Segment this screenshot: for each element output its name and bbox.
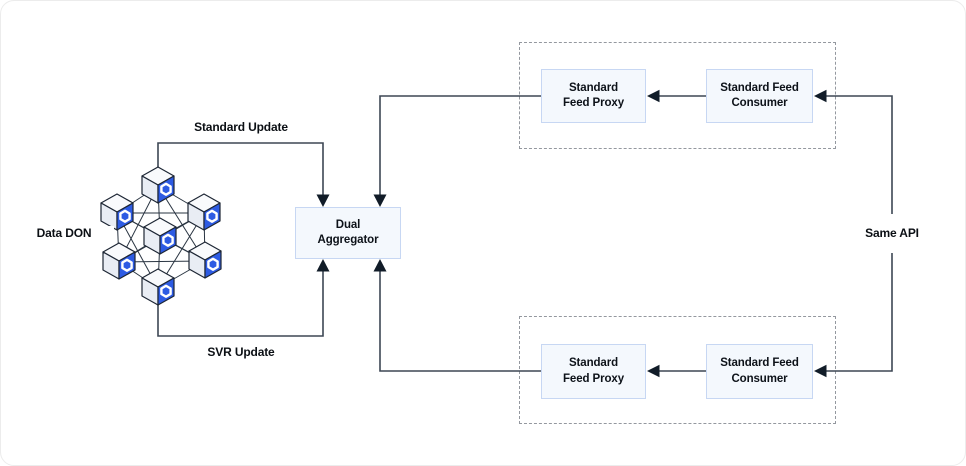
arrowheads xyxy=(316,89,827,378)
arrow-into-aggregator-bottom-left xyxy=(316,259,330,272)
svr-update-label: SVR Update xyxy=(161,345,321,359)
bottom-consumer-group xyxy=(519,316,836,424)
arrow-into-top-consumer xyxy=(814,89,827,103)
same-api-label: Same API xyxy=(832,226,952,240)
chainlink-cube-icon xyxy=(140,267,176,307)
connector-same-api-top xyxy=(825,95,893,214)
connectors xyxy=(157,95,893,372)
standard-feed-proxy-node-top: Standard Feed Proxy xyxy=(541,69,646,123)
proxy-label-line1: Standard xyxy=(568,357,619,370)
standard-feed-consumer-node-bottom: Standard Feed Consumer xyxy=(706,344,813,399)
connector-svr-update xyxy=(157,271,324,337)
chainlink-cube-icon xyxy=(186,192,222,232)
proxy-label-line1: Standard xyxy=(568,81,619,94)
arrow-into-aggregator-bottom-right xyxy=(373,259,387,272)
connector-bottom-proxy-to-aggregator xyxy=(379,271,541,372)
chainlink-cube-icon xyxy=(101,241,137,281)
don-network xyxy=(99,165,223,307)
arrow-into-aggregator-top-left xyxy=(316,194,330,207)
arrow-into-bottom-consumer xyxy=(814,364,827,378)
proxy-label-line2: Feed Proxy xyxy=(563,97,624,109)
arrow-into-bottom-proxy xyxy=(647,364,660,378)
standard-update-label: Standard Update xyxy=(161,120,321,134)
connector-top-proxy-to-aggregator xyxy=(379,95,541,196)
chainlink-cube-icon xyxy=(99,192,135,232)
connector-same-api-bottom xyxy=(825,253,893,372)
chainlink-cube-icon xyxy=(140,165,176,205)
standard-feed-proxy-node-bottom: Standard Feed Proxy xyxy=(541,344,646,399)
consumer-label-line2: Consumer xyxy=(731,372,788,385)
arrow-into-top-proxy xyxy=(647,89,660,103)
consumer-label-line2: Consumer xyxy=(731,97,788,109)
proxy-label-line2: Feed Proxy xyxy=(563,372,624,385)
chainlink-cube-icon xyxy=(142,216,178,256)
dual-aggregator-label-line1: Dual xyxy=(335,218,361,231)
chainlink-cube-icon xyxy=(187,240,223,280)
consumer-label-line1: Standard Feed xyxy=(720,81,799,94)
dual-aggregator-node: Dual Aggregator xyxy=(295,207,401,259)
standard-feed-consumer-node-top: Standard Feed Consumer xyxy=(706,69,813,123)
consumer-label-line1: Standard Feed xyxy=(720,357,799,370)
arrow-into-aggregator-top-right xyxy=(373,194,387,207)
data-don-label: Data DON xyxy=(14,226,114,240)
connector-standard-update xyxy=(157,142,324,196)
dual-aggregator-label-line2: Aggregator xyxy=(317,234,379,246)
